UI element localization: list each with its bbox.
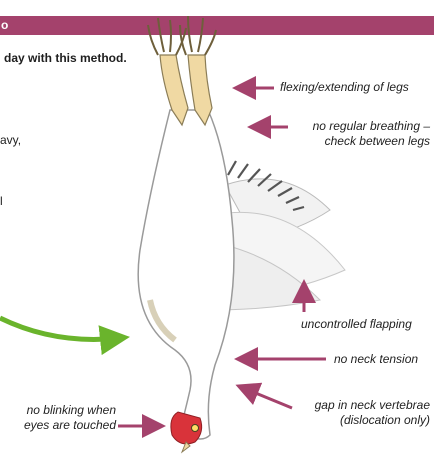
callout-legs: flexing/extending of legs	[280, 80, 409, 95]
chicken-legs	[148, 16, 216, 125]
callout-blinking-line1: no blinking when	[0, 403, 116, 418]
callout-breathing-line2: check between legs	[313, 134, 430, 149]
callout-neck-gap: gap in neck vertebrae (dislocation only)	[315, 398, 430, 428]
callout-blinking: no blinking when eyes are touched	[0, 403, 116, 433]
callout-blinking-line2: eyes are touched	[0, 418, 116, 433]
chicken-head	[171, 412, 202, 452]
callout-breathing: no regular breathing – check between leg…	[313, 119, 430, 149]
callout-neck-gap-line2: (dislocation only)	[315, 413, 430, 428]
callout-flapping: uncontrolled flapping	[301, 317, 412, 332]
callout-breathing-line1: no regular breathing –	[313, 119, 430, 134]
callout-neck-tension: no neck tension	[334, 352, 418, 367]
chicken-body	[138, 110, 234, 439]
callout-neck-gap-line1: gap in neck vertebrae	[315, 398, 430, 413]
green-arrow	[0, 318, 120, 339]
